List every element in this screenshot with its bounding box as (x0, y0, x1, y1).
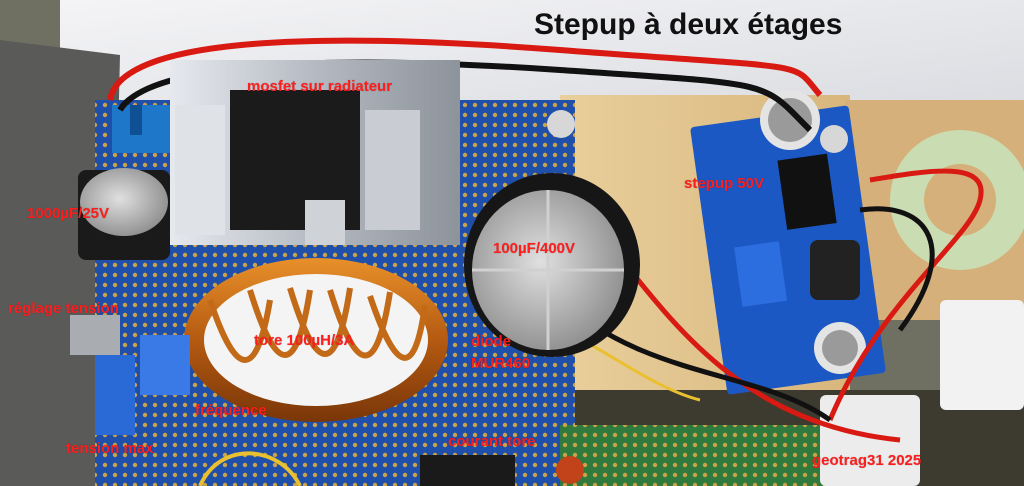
label-cap-low: 1000µF/25V (27, 205, 110, 222)
label-diode-part: MUR460 (471, 355, 531, 372)
label-tension-max: tension max (66, 440, 154, 457)
page-title: Stepup à deux étages (534, 8, 843, 41)
label-frequence: fréquence (195, 402, 267, 419)
label-reglage: réglage tension (8, 300, 119, 317)
label-signature: geotrag31 2025 (812, 452, 922, 469)
label-stepup: stepup 50V (684, 175, 765, 192)
label-mosfet: mosfet sur radiateur (247, 78, 393, 95)
label-cap-high: 100µF/400V (493, 240, 576, 257)
label-courant-tore: courant tore (448, 433, 536, 450)
label-tore: tore 100µH/3A (254, 332, 355, 349)
label-diode: diode (471, 333, 511, 350)
